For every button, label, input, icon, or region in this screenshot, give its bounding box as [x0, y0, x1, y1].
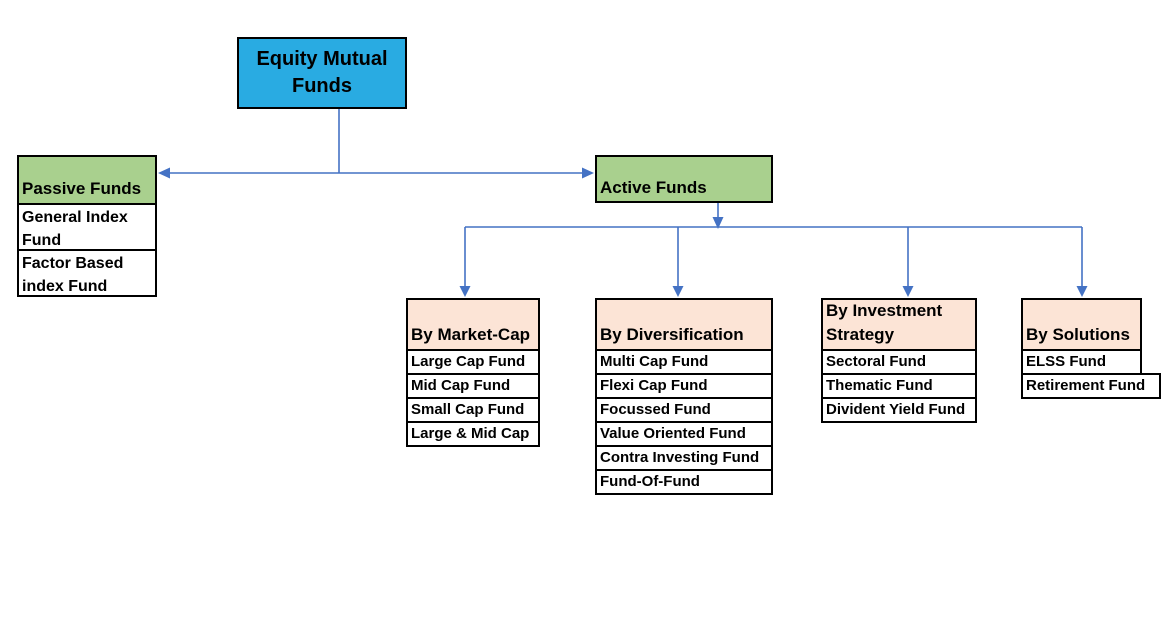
group-header: By Diversification	[595, 298, 773, 351]
fund-item: Mid Cap Fund	[406, 373, 540, 399]
fund-item: Large & Mid Cap	[406, 421, 540, 447]
fund-item: Flexi Cap Fund	[595, 373, 773, 399]
fund-item: Contra Investing Fund	[595, 445, 773, 471]
fund-item: ELSS Fund	[1021, 349, 1142, 375]
group-header: By Market-Cap	[406, 298, 540, 351]
group-by-solutions: By Solutions ELSS Fund Retirement Fund	[1021, 298, 1161, 399]
arrowhead-solutions-icon	[1076, 286, 1088, 297]
fund-item: Large Cap Fund	[406, 349, 540, 375]
node-equity-mutual-funds: Equity Mutual Funds	[237, 37, 407, 109]
fund-item: Fund-Of-Fund	[595, 469, 773, 495]
arrowhead-to-passive-icon	[158, 167, 170, 179]
fund-item: Value Oriented Fund	[595, 421, 773, 447]
group-header: By Solutions	[1021, 298, 1142, 351]
passive-fund-item: General Index Fund	[17, 203, 157, 251]
active-funds-title: Active Funds	[600, 178, 707, 197]
node-passive-funds: Passive Funds General Index Fund Factor …	[17, 155, 157, 297]
fund-item: Focussed Fund	[595, 397, 773, 423]
arrowhead-investment-icon	[902, 286, 914, 297]
node-active-funds: Active Funds	[595, 155, 773, 203]
group-by-diversification: By Diversification Multi Cap Fund Flexi …	[595, 298, 773, 495]
group-by-market-cap: By Market-Cap Large Cap Fund Mid Cap Fun…	[406, 298, 540, 447]
arrowhead-diversification-icon	[672, 286, 684, 297]
arrowhead-active-stem-icon	[712, 217, 724, 229]
fund-item: Sectoral Fund	[821, 349, 977, 375]
passive-fund-item: Factor Based index Fund	[17, 249, 157, 297]
group-by-investment-strategy: By Investment Strategy Sectoral Fund The…	[821, 298, 977, 423]
group-header: By Investment Strategy	[821, 298, 977, 351]
root-title: Equity Mutual Funds	[256, 48, 388, 97]
arrowhead-marketcap-icon	[459, 286, 471, 297]
fund-item: Thematic Fund	[821, 373, 977, 399]
fund-item: Small Cap Fund	[406, 397, 540, 423]
arrowhead-to-active-icon	[582, 167, 594, 179]
fund-item: Retirement Fund	[1021, 373, 1161, 399]
passive-funds-header: Passive Funds	[17, 155, 157, 205]
fund-item: Multi Cap Fund	[595, 349, 773, 375]
fund-item: Divident Yield Fund	[821, 397, 977, 423]
